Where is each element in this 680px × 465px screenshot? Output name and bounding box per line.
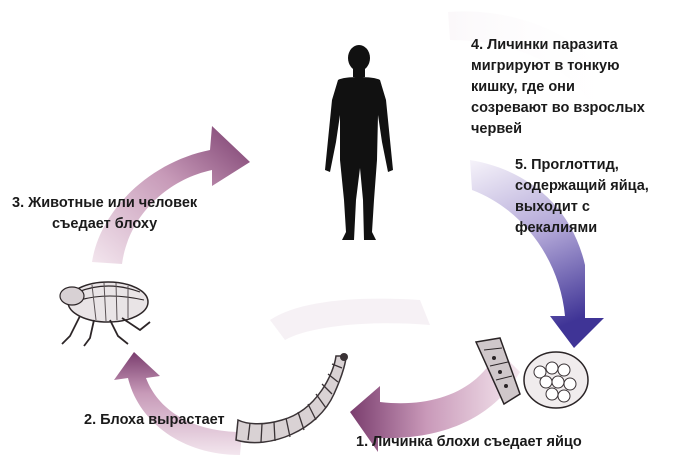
human-silhouette-icon bbox=[325, 45, 393, 240]
step4-line: червей bbox=[471, 121, 523, 137]
step5-line: выходит с bbox=[515, 199, 590, 215]
step5-line: содержащий яйца, bbox=[515, 178, 649, 194]
step4-line: созревают во взрослых bbox=[471, 100, 645, 116]
step4-line: 4. Личинки паразита bbox=[471, 37, 618, 53]
arrow-step1 bbox=[350, 350, 520, 452]
faint-arc-lower bbox=[270, 298, 430, 340]
step2-line: 2. Блоха вырастает bbox=[84, 412, 225, 428]
arrow-step5 bbox=[470, 160, 604, 348]
step3-line: 3. Животные или человек bbox=[12, 195, 198, 211]
step5-label: 5. Проглоттид, содержащий яйца, выходит … bbox=[515, 155, 649, 239]
arrow-step2 bbox=[114, 352, 242, 455]
step1-line: 1. Личинка блохи съедает яйцо bbox=[356, 434, 582, 450]
egg-capsule-icon bbox=[523, 351, 589, 409]
step4-label: 4. Личинки паразита мигрируют в тонкую к… bbox=[471, 35, 645, 140]
step3-label: 3. Животные или человек съедает блоху bbox=[12, 193, 197, 235]
proglottid-icon bbox=[474, 337, 521, 406]
step3-line: съедает блоху bbox=[51, 216, 158, 232]
faint-arc bbox=[448, 11, 630, 120]
arrow-step3 bbox=[92, 126, 250, 264]
step5-line: фекалиями bbox=[515, 220, 598, 236]
step5-line: 5. Проглоттид, bbox=[515, 157, 619, 173]
flea-larva-icon bbox=[235, 353, 348, 444]
step1-label: 1. Личинка блохи съедает яйцо bbox=[356, 432, 582, 453]
step4-line: кишку, где они bbox=[471, 79, 575, 95]
flea-icon bbox=[59, 281, 151, 347]
step4-line: мигрируют в тонкую bbox=[471, 58, 620, 74]
step2-label: 2. Блоха вырастает bbox=[84, 410, 225, 431]
